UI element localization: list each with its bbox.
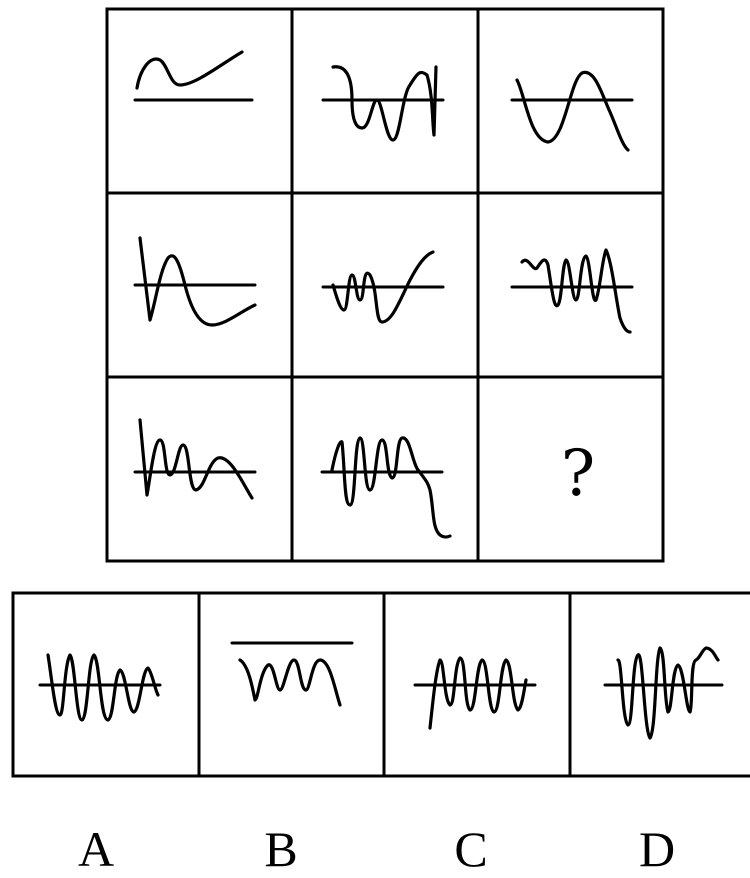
- option-d-label: D: [638, 821, 676, 877]
- puzzle-grid: [105, 7, 665, 563]
- cell-r3c1-figure: [133, 418, 257, 500]
- cell-r3c3-missing: ?: [561, 437, 595, 511]
- option-c-label: C: [454, 821, 488, 877]
- cell-r2c1-figure: [133, 236, 257, 327]
- option-b-label: B: [264, 821, 298, 877]
- option-a-label: A: [77, 821, 115, 877]
- cell-r1c1-figure: [133, 50, 254, 102]
- cell-r3c2-figure: [320, 436, 452, 539]
- option-c-figure[interactable]: [413, 656, 537, 730]
- cell-r2c2-figure: [321, 250, 445, 324]
- cell-r1c2-figure: [321, 65, 445, 142]
- option-a-figure[interactable]: [38, 653, 162, 722]
- option-b-figure[interactable]: [230, 641, 354, 707]
- option-d-figure[interactable]: [603, 646, 724, 740]
- question-mark: ?: [561, 437, 595, 511]
- options-grid: [11, 591, 750, 778]
- cell-r1c3-figure: [510, 70, 634, 152]
- cell-r2c3-figure: [510, 248, 634, 334]
